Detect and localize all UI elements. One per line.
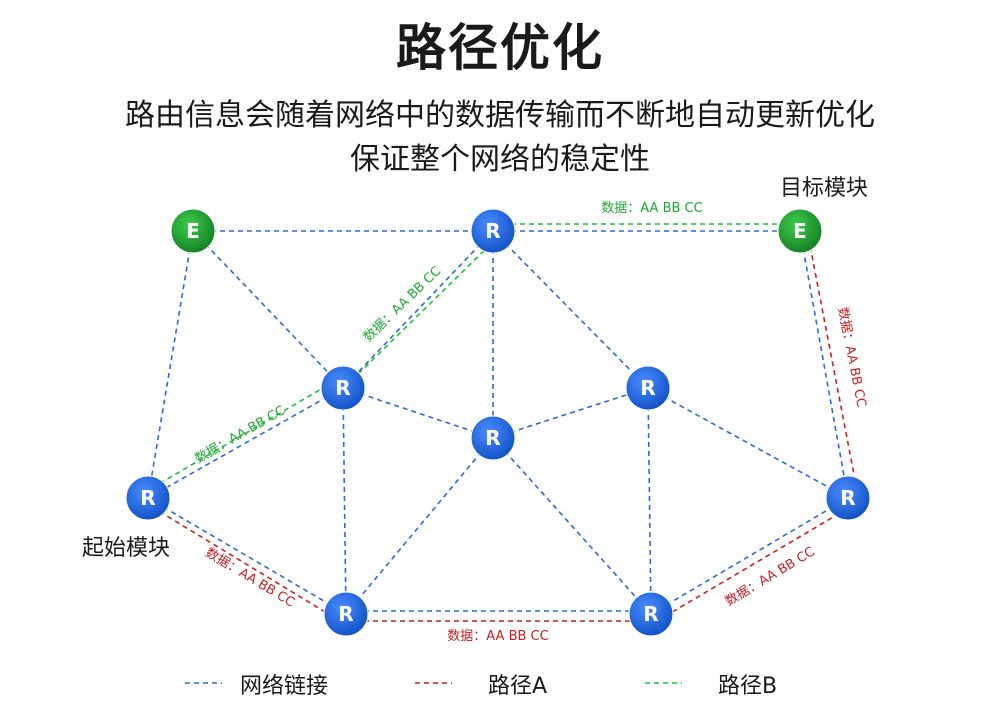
link-r1-r2 — [342, 230, 494, 389]
router-node-letter: R — [640, 376, 655, 400]
link-r1-r5 — [492, 230, 649, 389]
link-e2-r8 — [799, 230, 849, 499]
router-node-letter: R — [338, 602, 353, 626]
end-node-letter: E — [186, 219, 200, 243]
end-node-letter: E — [793, 219, 807, 243]
link-r2-r6 — [342, 387, 347, 615]
router-node-center: R — [470, 415, 516, 461]
data-label-path-a-3: 数据：AA BB CC — [723, 544, 818, 609]
link-e1-r4 — [147, 230, 194, 499]
start-module-label: 起始模块 — [82, 536, 171, 561]
path-b-r4-r2 — [151, 377, 341, 489]
link-r3-r5 — [492, 387, 649, 439]
target-module-label: 目标模块 — [780, 176, 869, 201]
router-node-letter: R — [140, 486, 155, 510]
link-r2-r3 — [342, 387, 494, 439]
router-node-bottom-right: R — [628, 591, 674, 637]
link-r4-r6 — [147, 497, 347, 615]
link-r3-r7 — [492, 437, 652, 615]
subtitle-line-2: 保证整个网络的稳定性 — [350, 142, 650, 177]
path-a-r7-r8 — [656, 505, 853, 622]
page-title: 路径优化 — [396, 19, 604, 77]
data-label-path-b-1: 数据：AA BB CC — [193, 403, 288, 467]
data-label-path-a-4: 数据：AA BB CC — [834, 306, 868, 408]
link-r2-r4 — [147, 387, 344, 499]
router-node-mid-right: R — [625, 365, 671, 411]
router-node-letter: R — [840, 486, 855, 510]
data-label-path-a-1: 数据：AA BB CC — [202, 545, 297, 610]
link-r5-r7 — [647, 387, 652, 615]
router-node-mid-left: R — [320, 365, 366, 411]
router-node-bottom-left: R — [323, 591, 369, 637]
router-node-letter: R — [485, 219, 500, 243]
link-r3-r6 — [345, 437, 494, 615]
router-node-top: R — [470, 208, 516, 254]
link-r7-r8 — [650, 497, 849, 615]
path-a-r8-e2 — [807, 234, 858, 491]
legend-path-b-label: 路径B — [718, 674, 778, 699]
end-node-target: E — [777, 208, 823, 254]
path-b-r2-r1 — [351, 239, 496, 381]
router-node-start: R — [125, 475, 171, 521]
path-a — [151, 234, 858, 622]
data-label-path-b-2: 数据：AA BB CC — [361, 264, 444, 345]
data-label-path-b-3: 数据：AA BB CC — [601, 201, 702, 216]
subtitle-line-1: 路由信息会随着网络中的数据传输而不断地自动更新优化 — [125, 98, 875, 133]
data-label-path-a-2: 数据：AA BB CC — [447, 629, 548, 644]
legend-path-a-label: 路径A — [488, 674, 548, 699]
network-links — [147, 230, 849, 615]
router-node-right: R — [825, 475, 871, 521]
router-node-letter: R — [335, 376, 350, 400]
router-node-letter: R — [643, 602, 658, 626]
router-node-letter: R — [485, 426, 500, 450]
link-r5-r8 — [647, 387, 849, 499]
link-e1-r2 — [192, 230, 344, 389]
path-a-r4-r6 — [151, 506, 341, 622]
legend-network-label: 网络链接 — [240, 674, 329, 699]
path-b — [151, 223, 800, 489]
end-node-left: E — [170, 208, 216, 254]
